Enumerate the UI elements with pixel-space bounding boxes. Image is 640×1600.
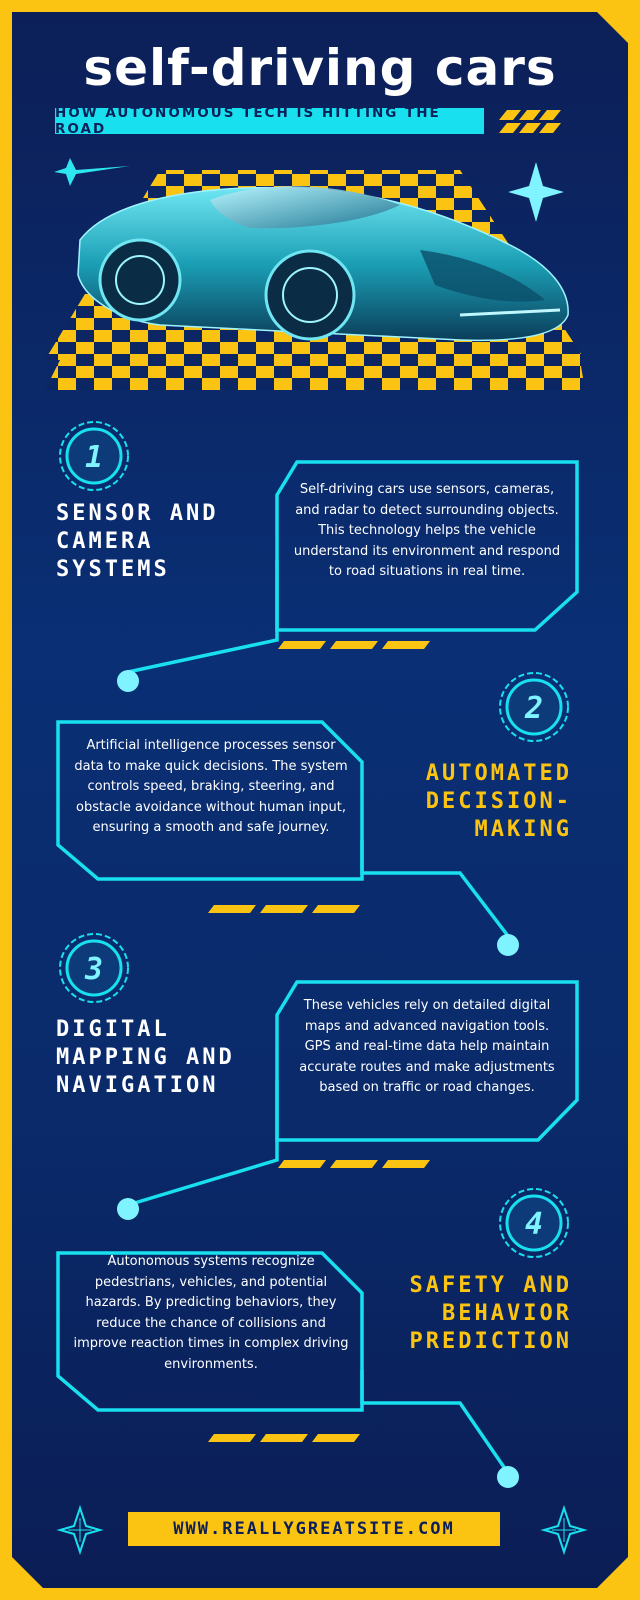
diamond-star-icon [540, 1504, 588, 1556]
number-badge-3: 3 [59, 933, 129, 1003]
subtitle-text: HOW AUTONOMOUS TECH IS HITTING THE ROAD [55, 105, 441, 137]
badge-number: 4 [525, 1207, 543, 1242]
section-text-3: These vehicles rely on detailed digital … [299, 998, 555, 1095]
sparkle-icon [54, 158, 130, 186]
badge-number: 1 [85, 440, 103, 475]
section-text-1: Self-driving cars use sensors, cameras, … [293, 482, 561, 579]
badge-number: 2 [524, 691, 543, 726]
sparkle-icon [508, 162, 564, 222]
section-text-2: Artificial intelligence processes sensor… [74, 738, 348, 835]
number-badge-4: 4 [499, 1188, 569, 1258]
number-badge-2: 2 [499, 672, 569, 742]
section-text-4: Autonomous systems recognize pedestrians… [73, 1254, 349, 1372]
website-link[interactable]: WWW.REALLYGREATSITE.COM [173, 1519, 455, 1539]
section-heading-4: SAFETY AND BEHAVIOR PREDICTION [409, 1273, 572, 1354]
connector-dot [117, 1198, 139, 1220]
page-title: self-driving cars [83, 39, 557, 97]
badge-number: 3 [84, 952, 103, 987]
connector-dot [497, 934, 519, 956]
section-heading-2: AUTOMATED DECISION-MAKING [425, 761, 572, 842]
checkered-floor-front [45, 360, 585, 390]
yellow-stripes-icon [499, 110, 561, 133]
hero-car-illustration [45, 158, 585, 390]
connector-dot [117, 670, 139, 692]
section-heading-1: SENSOR AND CAMERA SYSTEMS [56, 501, 219, 582]
diamond-star-icon [56, 1504, 104, 1556]
website-banner: WWW.REALLYGREATSITE.COM [128, 1512, 500, 1546]
subtitle-banner: HOW AUTONOMOUS TECH IS HITTING THE ROAD [55, 105, 484, 137]
number-badge-1: 1 [59, 421, 129, 491]
section-heading-3: DIGITAL MAPPING AND NAVIGATION [56, 1017, 235, 1098]
car-icon [77, 186, 569, 342]
connector-dot [497, 1466, 519, 1488]
